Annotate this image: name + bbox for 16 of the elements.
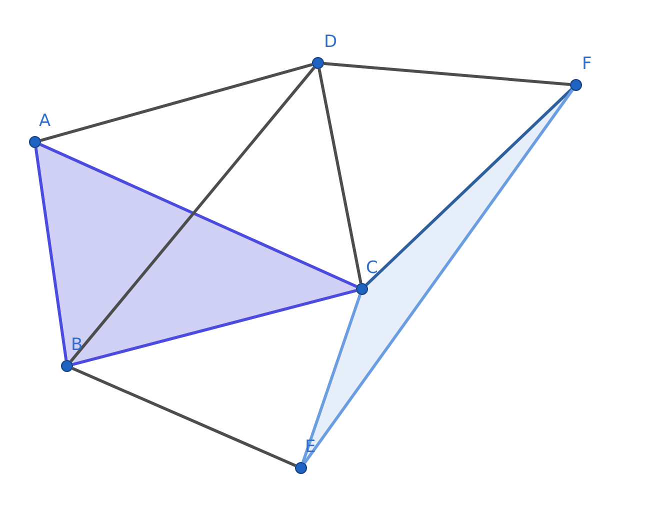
line-segment [72, 367, 296, 467]
point-label: B [71, 336, 83, 354]
line-segment [318, 68, 362, 284]
line-segment [72, 289, 357, 366]
line-segment [34, 148, 68, 360]
line-segment [324, 62, 570, 86]
line-segment [70, 66, 316, 362]
line-segment [365, 88, 573, 286]
point-label: D [324, 33, 338, 51]
line-segment [40, 143, 358, 288]
point-label: E [305, 438, 316, 456]
line-segment [40, 63, 313, 142]
point-label: C [366, 259, 378, 277]
point-label: A [39, 112, 51, 130]
line-segment [302, 294, 362, 463]
point-label: F [582, 55, 592, 73]
